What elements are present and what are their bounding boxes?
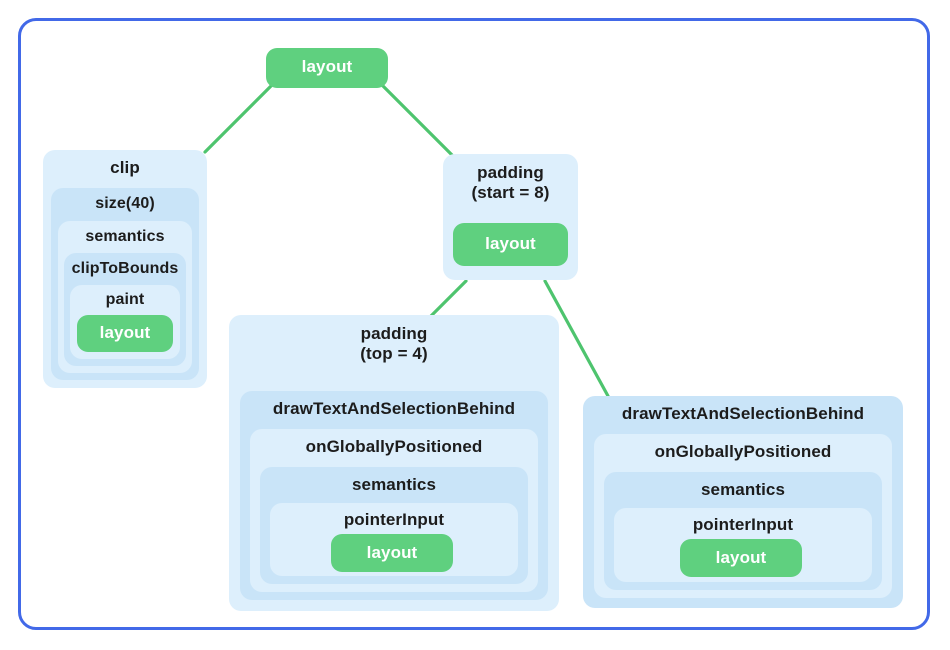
diagram-frame-border — [18, 18, 930, 630]
node-padding-start-label-line2: (start = 8) — [471, 182, 550, 202]
node-pointer-input-right-label: pointerInput — [692, 515, 794, 534]
node-semantics-middle-label: semantics — [351, 475, 437, 494]
node-left-layout[interactable]: layout — [77, 315, 173, 352]
node-padding-top[interactable]: padding (top = 4) drawTextAndSelectionBe… — [229, 315, 559, 611]
node-padding-start-label-line1: padding — [477, 163, 544, 182]
node-semantics-left-label: semantics — [85, 228, 165, 245]
node-pointer-input-middle-label: pointerInput — [343, 510, 445, 529]
node-semantics-right[interactable]: semantics pointerInput layout — [604, 472, 882, 590]
node-clip-to-bounds[interactable]: clipToBounds paint layout — [64, 253, 186, 366]
node-pointer-input-right[interactable]: pointerInput layout — [614, 508, 872, 582]
node-on-globally-positioned-middle-label: onGloballyPositioned — [305, 437, 483, 456]
node-draw-text-middle-label: drawTextAndSelectionBehind — [272, 399, 516, 418]
node-padding-top-label-line1: padding — [360, 324, 428, 343]
node-left-layout-label: layout — [99, 323, 151, 342]
node-root-layout[interactable]: layout — [266, 48, 388, 88]
node-size-40-label: size(40) — [95, 195, 155, 212]
node-on-globally-positioned-right-label: onGloballyPositioned — [654, 442, 832, 461]
node-paint[interactable]: paint layout — [70, 285, 180, 359]
node-size-40[interactable]: size(40) semantics clipToBounds paint la… — [51, 188, 199, 380]
node-draw-text-right[interactable]: drawTextAndSelectionBehind onGloballyPos… — [583, 396, 903, 608]
node-semantics-left[interactable]: semantics clipToBounds paint layout — [58, 221, 192, 373]
node-clip-to-bounds-label: clipToBounds — [71, 260, 179, 277]
node-pointer-input-middle[interactable]: pointerInput layout — [270, 503, 518, 576]
node-draw-text-middle[interactable]: drawTextAndSelectionBehind onGloballyPos… — [240, 391, 548, 600]
node-clip-label: clip — [110, 158, 140, 177]
node-padding-start-inner-layout[interactable]: layout — [453, 223, 568, 266]
node-right-layout[interactable]: layout — [680, 539, 802, 577]
node-padding-top-label-line2: (top = 4) — [360, 343, 428, 363]
node-padding-start[interactable]: padding (start = 8) layout — [443, 154, 578, 280]
node-middle-layout-label: layout — [366, 543, 418, 562]
node-semantics-right-label: semantics — [700, 480, 786, 499]
node-right-layout-label: layout — [715, 548, 767, 567]
node-paint-label: paint — [105, 291, 145, 308]
node-clip[interactable]: clip size(40) semantics clipToBounds pai… — [43, 150, 207, 388]
node-draw-text-right-label: drawTextAndSelectionBehind — [621, 404, 865, 423]
node-semantics-middle[interactable]: semantics pointerInput layout — [260, 467, 528, 584]
node-on-globally-positioned-right[interactable]: onGloballyPositioned semantics pointerIn… — [594, 434, 892, 598]
node-root-layout-label: layout — [301, 57, 353, 76]
node-padding-start-inner-layout-label: layout — [485, 234, 536, 253]
node-on-globally-positioned-middle[interactable]: onGloballyPositioned semantics pointerIn… — [250, 429, 538, 592]
node-middle-layout[interactable]: layout — [331, 534, 453, 572]
